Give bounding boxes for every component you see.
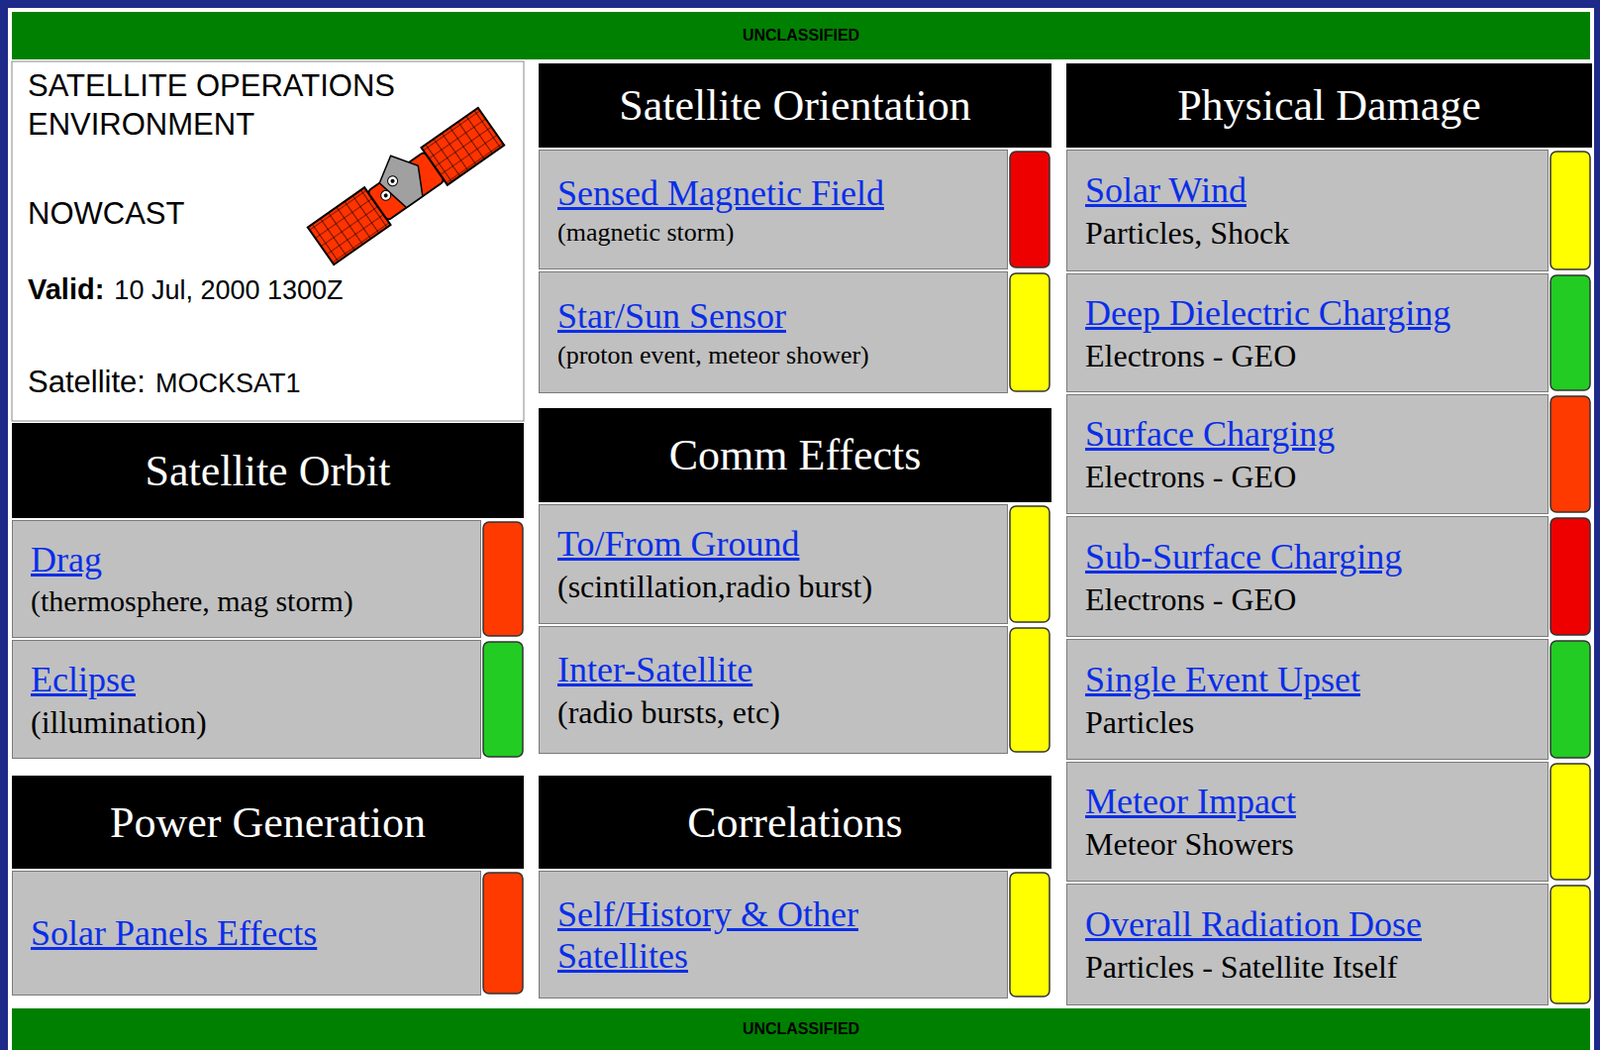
status-indicator bbox=[483, 872, 523, 994]
status-item: To/From Ground(scintillation,radio burst… bbox=[538, 503, 1008, 624]
item-note: Electrons - GEO bbox=[1085, 458, 1538, 496]
item-note: (proton event, meteor shower) bbox=[557, 340, 998, 371]
item-link: Meteor Impact bbox=[1085, 780, 1538, 822]
status-item: Sensed Magnetic Field(magnetic storm) bbox=[538, 149, 1008, 270]
section-header: Power Generation bbox=[11, 775, 524, 869]
item-note: Meteor Showers bbox=[1085, 825, 1538, 863]
section-header: Comm Effects bbox=[538, 407, 1052, 502]
status-indicator bbox=[1009, 872, 1050, 997]
status-indicator bbox=[1550, 885, 1591, 1003]
section-header: Satellite Orientation bbox=[538, 63, 1052, 148]
item-link: Deep Dielectric Charging bbox=[1085, 292, 1538, 334]
section-title: Power Generation bbox=[109, 797, 426, 848]
item-note: Particles, Shock bbox=[1085, 214, 1538, 252]
item-link: Drag bbox=[30, 538, 471, 581]
status-indicator bbox=[1009, 273, 1050, 392]
section-title: Physical Damage bbox=[1177, 80, 1482, 131]
item-link: Eclipse bbox=[30, 658, 471, 700]
classification-band: UNCLASSIFIED bbox=[11, 11, 1591, 60]
status-item: Inter-Satellite(radio bursts, etc) bbox=[538, 625, 1008, 754]
item-note: (radio bursts, etc) bbox=[557, 694, 998, 731]
satellite-illustration bbox=[300, 99, 504, 265]
info-row: Satellite: MOCKSAT1 bbox=[27, 363, 514, 402]
item-link: Star/Sun Sensor bbox=[557, 295, 998, 337]
info-row: NOWCAST bbox=[27, 195, 514, 234]
antenna-dish bbox=[370, 146, 434, 213]
status-indicator bbox=[1550, 640, 1591, 758]
indicator-layer bbox=[483, 151, 1591, 1003]
info-text: MOCKSAT1 bbox=[155, 368, 301, 399]
status-indicator bbox=[1550, 517, 1591, 635]
info-text: SATELLITE OPERATIONS ENVIRONMENT bbox=[27, 67, 514, 145]
item-note: (thermosphere, mag storm) bbox=[30, 584, 471, 619]
status-indicator bbox=[1009, 505, 1050, 622]
item-note: (illumination) bbox=[30, 703, 471, 741]
status-indicator bbox=[1009, 151, 1050, 268]
item-link: Sub-Surface Charging bbox=[1085, 535, 1538, 578]
item-link: Solar Panels Effects bbox=[30, 911, 471, 954]
item-note: Particles - Satellite Itself bbox=[1085, 948, 1538, 986]
item-note: Electrons - GEO bbox=[1085, 581, 1538, 618]
item-link: Solar Wind bbox=[1085, 169, 1538, 211]
classification-label: UNCLASSIFIED bbox=[742, 1019, 860, 1038]
item-link: Surface Charging bbox=[1085, 412, 1538, 455]
satellite-eye bbox=[386, 174, 400, 189]
status-indicator bbox=[1550, 151, 1591, 270]
item-link: Single Event Upset bbox=[1085, 658, 1538, 700]
status-item: Drag(thermosphere, mag storm) bbox=[11, 519, 482, 638]
info-panel: SATELLITE OPERATIONS ENVIRONMENT NOWCAST V… bbox=[11, 61, 524, 421]
info-text: Satellite: bbox=[27, 364, 146, 400]
status-item: Solar WindParticles, Shock bbox=[1066, 149, 1549, 272]
item-link: Inter-Satellite bbox=[557, 648, 998, 691]
status-item: Overall Radiation DoseParticles - Satell… bbox=[1066, 883, 1549, 1005]
satellite-eye bbox=[379, 188, 394, 202]
section-title: Satellite Orientation bbox=[618, 80, 972, 131]
info-row: Valid: 10 Jul, 2000 1300Z bbox=[27, 271, 514, 308]
status-indicator bbox=[1550, 275, 1591, 391]
status-item: Sub-Surface ChargingElectrons - GEO bbox=[1066, 515, 1549, 637]
status-indicator bbox=[483, 521, 523, 636]
section-title: Satellite Orbit bbox=[144, 445, 391, 497]
item-note: (magnetic storm) bbox=[557, 217, 998, 248]
satellite-pupil bbox=[383, 193, 390, 200]
section-header: Satellite Orbit bbox=[11, 422, 524, 518]
page-ground bbox=[7, 7, 1595, 1050]
status-item: Meteor ImpactMeteor Showers bbox=[1066, 761, 1549, 882]
classification-band: UNCLASSIFIED bbox=[11, 1007, 1591, 1050]
section-header: Correlations bbox=[538, 775, 1052, 869]
status-item: Deep Dielectric ChargingElectrons - GEO bbox=[1066, 273, 1549, 393]
classification-label: UNCLASSIFIED bbox=[742, 26, 860, 45]
section-title: Comm Effects bbox=[669, 429, 922, 481]
item-link: To/From Ground bbox=[557, 522, 998, 565]
status-indicator bbox=[483, 641, 523, 757]
section-title: Correlations bbox=[687, 797, 903, 848]
status-item: Star/Sun Sensor(proton event, meteor sho… bbox=[538, 271, 1008, 394]
status-item: Self/History & Other Satellites bbox=[538, 870, 1008, 999]
status-item: Solar Panels Effects bbox=[11, 870, 482, 996]
item-note: Particles bbox=[1085, 703, 1538, 741]
status-indicator bbox=[1550, 763, 1591, 880]
item-note: (scintillation,radio burst) bbox=[557, 568, 998, 605]
info-ground bbox=[11, 61, 524, 421]
status-indicator bbox=[1009, 627, 1050, 752]
info-text: Valid: bbox=[27, 273, 104, 305]
item-link: Self/History & Other Satellites bbox=[557, 893, 998, 977]
info-text: NOWCAST bbox=[27, 195, 514, 234]
status-item: Single Event UpsetParticles bbox=[1066, 638, 1549, 760]
status-item: Eclipse(illumination) bbox=[11, 639, 482, 759]
status-item: Surface ChargingElectrons - GEO bbox=[1066, 394, 1549, 514]
item-link: Sensed Magnetic Field bbox=[557, 172, 998, 214]
info-row: SATELLITE OPERATIONS ENVIRONMENT bbox=[27, 67, 514, 145]
status-indicator bbox=[1550, 396, 1591, 512]
item-note: Electrons - GEO bbox=[1085, 337, 1538, 375]
section-header: Physical Damage bbox=[1066, 63, 1593, 148]
item-link: Overall Radiation Dose bbox=[1085, 902, 1538, 945]
info-text: 10 Jul, 2000 1300Z bbox=[113, 275, 343, 305]
satellite-pupil bbox=[390, 178, 397, 185]
